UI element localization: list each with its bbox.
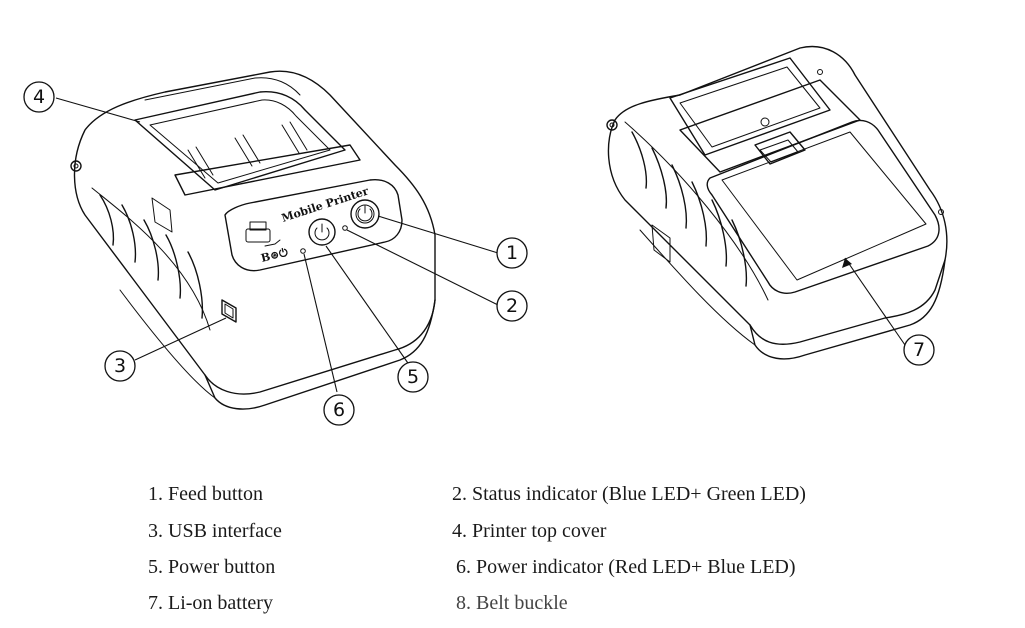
legend-text: Printer top cover	[472, 520, 607, 542]
leader-4	[55, 97, 141, 123]
callout-4: 4	[23, 81, 55, 113]
legend-number: 7.	[148, 592, 163, 614]
back-view-printer	[606, 45, 948, 360]
callout-3: 3	[104, 350, 136, 382]
legend-item-5: 5. Power button	[148, 555, 275, 579]
legend-item-7: 7. Li-on battery	[148, 591, 273, 615]
legend-item-2: 2. Status indicator (Blue LED+ Green LED…	[452, 482, 806, 506]
svg-text:7: 7	[913, 339, 925, 361]
svg-text:1: 1	[506, 242, 518, 264]
legend-text: Belt buckle	[476, 592, 568, 614]
svg-text:4: 4	[33, 86, 45, 108]
front-view-printer: Mobile Printer B⊛⏻	[70, 70, 436, 410]
leader-2	[346, 229, 499, 306]
callout-5: 5	[397, 361, 429, 393]
leader-6	[303, 253, 338, 393]
printer-diagram: Mobile Printer B⊛⏻	[23, 45, 948, 426]
legend-item-4: 4. Printer top cover	[452, 519, 606, 543]
legend-text: Li-on battery	[168, 592, 273, 614]
leader-3	[134, 317, 227, 361]
legend-text: Power button	[168, 556, 276, 578]
legend-number: 5.	[148, 556, 163, 578]
leader-5	[325, 245, 411, 367]
legend-item-8: 8. Belt buckle	[456, 591, 568, 615]
legend-number: 2.	[452, 483, 467, 505]
svg-text:3: 3	[114, 355, 126, 377]
callout-1: 1	[496, 237, 528, 269]
legend-number: 3.	[148, 520, 163, 542]
callout-7: 7	[903, 334, 935, 366]
legend-number: 4.	[452, 520, 467, 542]
legend-item-3: 3. USB interface	[148, 519, 282, 543]
legend-text: USB interface	[168, 520, 282, 542]
legend-item-1: 1. Feed button	[148, 482, 263, 506]
legend-number: 1.	[148, 483, 163, 505]
legend-text: Status indicator (Blue LED+ Green LED)	[472, 483, 806, 505]
leader-1	[377, 215, 499, 254]
parts-legend: 1. Feed button 2. Status indicator (Blue…	[0, 478, 1025, 628]
legend-text: Feed button	[168, 483, 263, 505]
legend-text: Power indicator (Red LED+ Blue LED)	[476, 556, 796, 578]
svg-text:5: 5	[407, 366, 419, 388]
svg-text:2: 2	[506, 295, 518, 317]
callout-2: 2	[496, 290, 528, 322]
legend-number: 8.	[456, 592, 471, 614]
legend-item-6: 6. Power indicator (Red LED+ Blue LED)	[456, 555, 796, 579]
svg-text:B⊛⏻: B⊛⏻	[260, 246, 290, 265]
svg-text:6: 6	[333, 399, 345, 421]
callout-6: 6	[323, 394, 355, 426]
legend-number: 6.	[456, 556, 471, 578]
